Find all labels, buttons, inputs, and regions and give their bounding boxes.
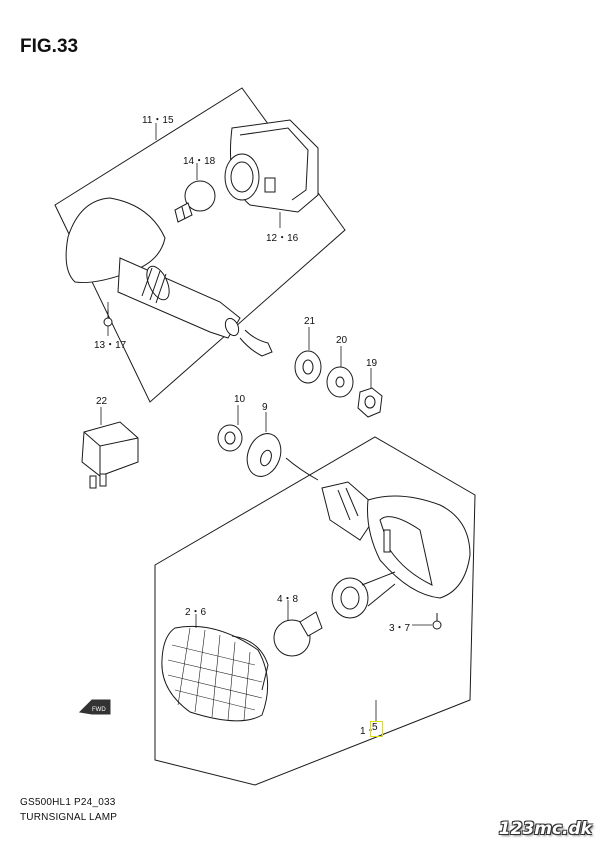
callout-21: 21 xyxy=(304,316,316,327)
callout-12-16: 12・16 xyxy=(266,233,299,244)
highlighted-part-marker xyxy=(370,721,383,737)
callout-1-5-number: 5 xyxy=(372,722,378,733)
lower-socket xyxy=(331,571,396,619)
upper-bulb xyxy=(174,180,216,223)
figure-title: FIG.33 xyxy=(20,36,79,57)
callout-22: 22 xyxy=(96,396,108,407)
upper-assembly-outline xyxy=(54,87,346,403)
callout-1-5-prefix: 1・ xyxy=(360,726,376,737)
grommet-10 xyxy=(217,424,243,452)
callout-10: 10 xyxy=(234,394,246,405)
lower-lens xyxy=(161,625,269,722)
callout-4-8: 4・8 xyxy=(277,594,299,605)
callout-3-7: 3・7 xyxy=(389,623,411,634)
lower-assembly-outline xyxy=(154,436,476,786)
lower-bulb xyxy=(273,611,323,657)
upper-lamp-housing xyxy=(65,197,273,357)
relay-22 xyxy=(81,421,139,489)
caption-name: TURNSIGNAL LAMP xyxy=(20,812,118,823)
upper-screw xyxy=(103,310,113,327)
caption-code: GS500HL1 P24_033 xyxy=(20,797,116,808)
forward-direction-icon: FWD xyxy=(78,699,111,715)
watermark-logo: 123mc.dk xyxy=(498,819,592,839)
nut-19 xyxy=(357,387,383,418)
callout-20: 20 xyxy=(336,335,348,346)
forward-direction-label: FWD xyxy=(92,707,106,713)
lower-lamp-housing xyxy=(285,457,471,599)
callout-11-15: 11・15 xyxy=(142,115,174,126)
callout-14-18: 14・18 xyxy=(183,156,216,167)
lower-screw xyxy=(432,613,442,630)
washer-21 xyxy=(294,350,322,384)
upper-lens xyxy=(224,119,319,213)
plate-9 xyxy=(246,433,282,477)
leader-lines xyxy=(100,123,432,722)
callout-13-17: 13・17 xyxy=(94,340,127,351)
callout-19: 19 xyxy=(366,358,378,369)
callout-2-6: 2・6 xyxy=(185,607,207,618)
washer-20 xyxy=(326,366,354,398)
callout-9: 9 xyxy=(262,402,268,413)
